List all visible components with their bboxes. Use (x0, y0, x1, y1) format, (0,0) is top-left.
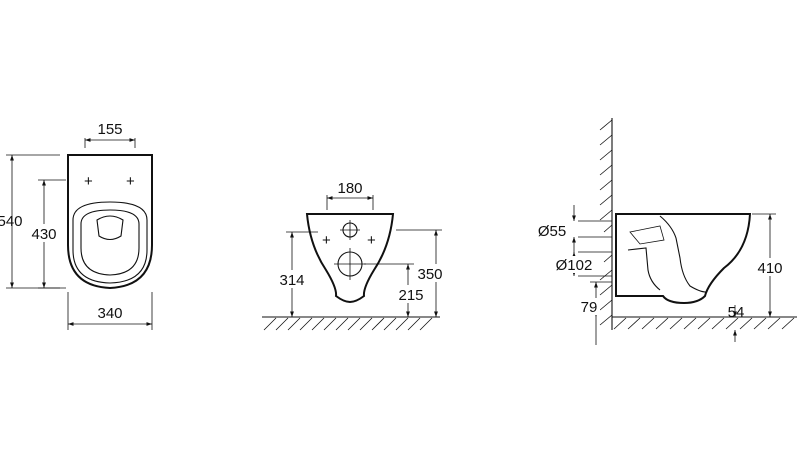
side-view: Ø55 Ø102 79 410 54 (532, 118, 797, 345)
dim-front-fixing-height: 314 (279, 272, 304, 289)
side-floor-hatch (613, 317, 795, 330)
fixing-mark-right: + (126, 173, 135, 190)
dim-side-inlet-diameter: Ø55 (538, 223, 566, 240)
side-trap-inner (659, 215, 707, 293)
seat-opening (96, 215, 124, 241)
front-fixing-left: + (322, 232, 331, 249)
front-fixing-right: + (367, 232, 376, 249)
dim-top-bolt-spacing: 155 (97, 121, 122, 138)
side-wall-hatch (599, 119, 613, 326)
bowl-outline-front (305, 213, 395, 304)
dim-side-outlet-offset: 79 (581, 299, 598, 316)
dim-front-total-height: 350 (417, 266, 442, 283)
dim-side-outlet-diameter: Ø102 (556, 257, 593, 274)
side-inlet-detail (629, 225, 665, 245)
seat-outer (72, 201, 148, 284)
dim-top-inner-length: 430 (31, 226, 56, 243)
dim-top-width: 340 (97, 305, 122, 322)
dim-side-height: 410 (757, 260, 782, 277)
side-trap-outer (627, 247, 661, 291)
dim-front-bolt-spacing: 180 (337, 180, 362, 197)
dim-front-outlet-height: 215 (398, 287, 423, 304)
top-view: + + 155 540 430 340 (0, 121, 153, 330)
front-view: + + 180 314 350 215 (262, 180, 448, 331)
front-floor-hatch (263, 317, 433, 331)
seat-inner (80, 209, 140, 276)
dim-side-clearance: 54 (728, 304, 745, 321)
bowl-outline-side (615, 213, 752, 305)
bowl-outline-top (67, 154, 153, 290)
fixing-mark-left: + (84, 173, 93, 190)
dim-top-length: 540 (0, 213, 23, 230)
